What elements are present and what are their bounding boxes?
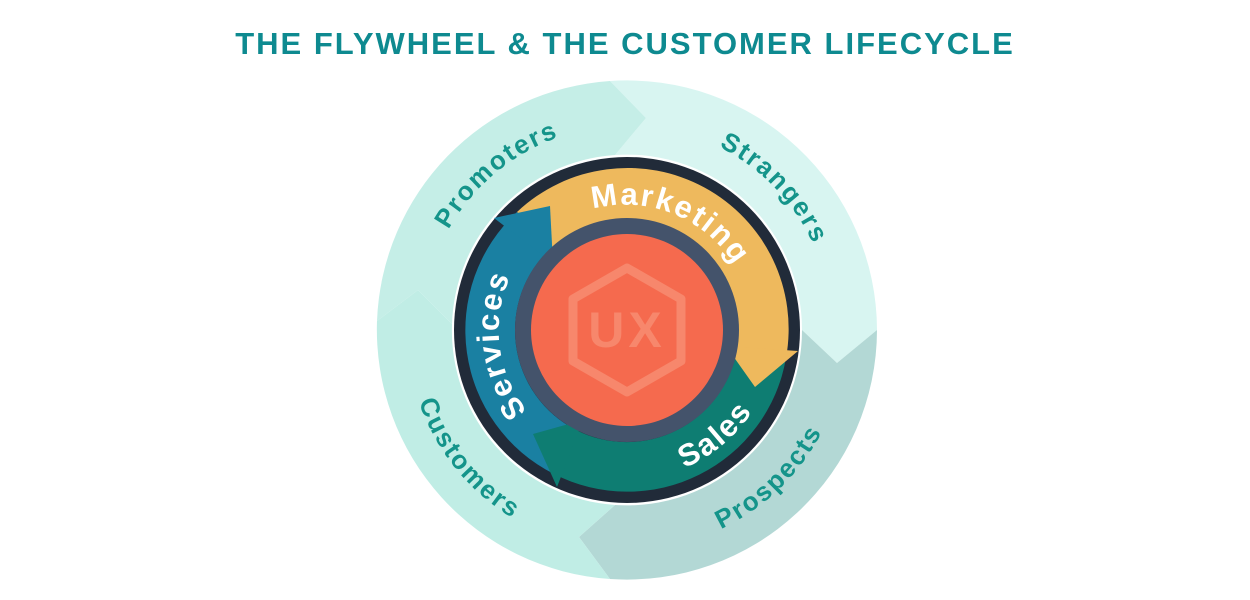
prospects-quadrant [579,330,877,580]
customers-quadrant [376,290,615,579]
services-arrowhead-icon [494,206,553,263]
promoters-quadrant [377,81,646,324]
marketing-segment [517,167,789,358]
sales-arrowhead-icon [533,420,583,487]
sales-segment [554,349,786,492]
hub-core [531,234,723,426]
ux-logo-text: UX [588,302,665,358]
page-title: THE FLYWHEEL & THE CUSTOMER LIFECYCLE [235,26,1015,61]
marketing-arrowhead-icon [726,346,798,387]
hexagon-logo-icon [568,263,686,397]
strangers-quadrant [610,80,877,364]
services-segment [465,212,576,474]
